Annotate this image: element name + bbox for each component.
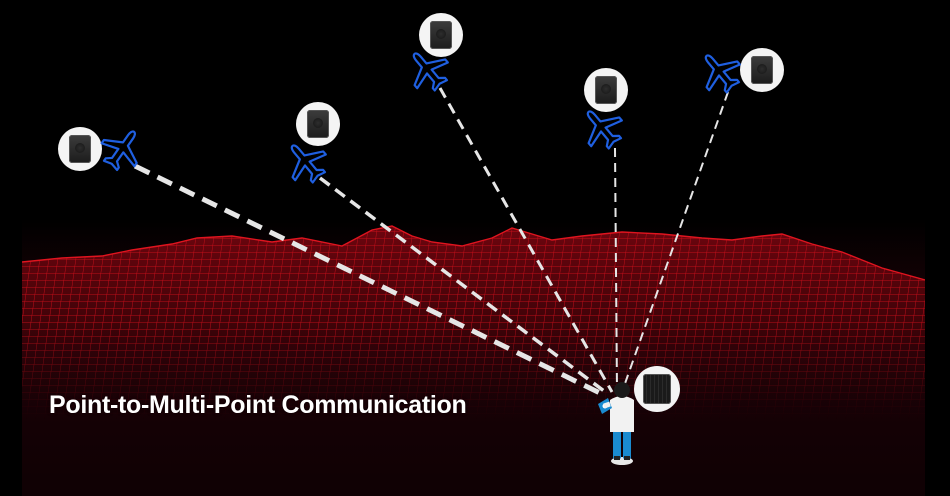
link-line-4 (614, 147, 618, 393)
radio-device-badge (296, 102, 340, 146)
link-line-3 (438, 87, 614, 393)
airplane-outline-icon (586, 110, 623, 150)
radio-device-icon (595, 76, 617, 104)
radio-device-badge (740, 48, 784, 92)
airplane-outline-icon (704, 54, 741, 94)
radio-device-icon (69, 135, 91, 163)
radio-device-badge (584, 68, 628, 112)
ground-radio-badge (634, 366, 680, 412)
radio-device-icon (751, 56, 773, 84)
link-line-1 (133, 163, 608, 399)
radio-device-icon (430, 21, 452, 49)
radio-device-icon (643, 374, 671, 404)
airplane-outline-icon (100, 130, 138, 172)
radio-device-badge (419, 13, 463, 57)
airplane-outline-icon (290, 144, 327, 184)
link-line-2 (318, 176, 610, 396)
diagram-title: Point-to-Multi-Point Communication (49, 391, 467, 419)
radio-device-badge (58, 127, 102, 171)
person-with-controller-icon (598, 382, 634, 465)
link-line-5 (621, 91, 729, 393)
radio-device-icon (307, 110, 329, 138)
red-wireframe-terrain (22, 225, 925, 420)
airplane-outline-icon (412, 52, 449, 92)
